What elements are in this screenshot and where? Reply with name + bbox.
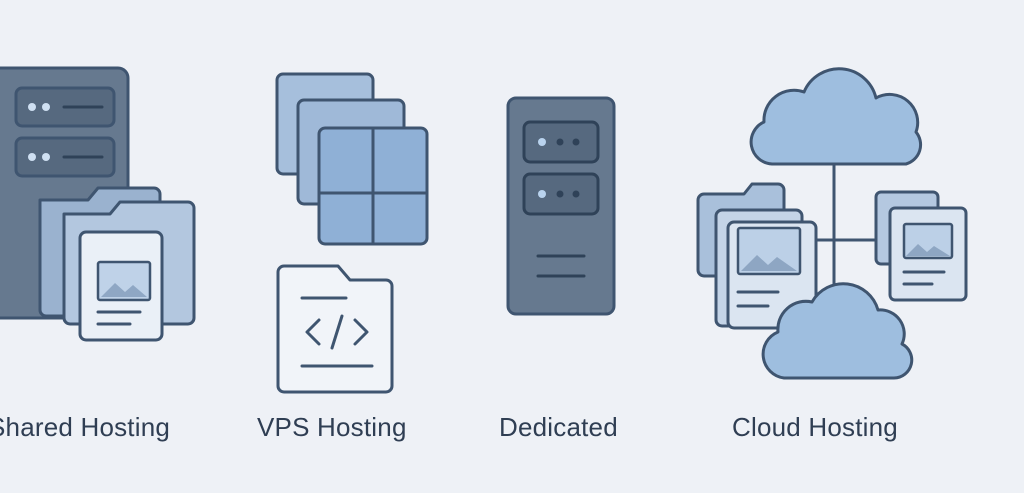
cloud-doc-stack-right xyxy=(874,190,968,302)
label-vps-hosting: VPS Hosting xyxy=(257,412,407,442)
cloud-top xyxy=(749,67,923,166)
cloud-doc-stack-left xyxy=(696,182,818,330)
label-cloud-hosting: Cloud Hosting xyxy=(732,412,898,442)
vps-code-folder xyxy=(276,264,394,394)
cloud-hosting-icon xyxy=(696,67,968,380)
label-shared-hosting: Shared Hosting xyxy=(0,412,171,442)
vps-grid-panel xyxy=(317,126,429,246)
shared-folder-front xyxy=(78,230,164,342)
shared-hosting-icon xyxy=(0,66,196,342)
dedicated-server-icon xyxy=(506,96,616,316)
label-dedicated: Dedicated xyxy=(499,412,618,442)
vps-hosting-icon xyxy=(275,72,429,394)
cloud-bottom xyxy=(761,282,914,380)
